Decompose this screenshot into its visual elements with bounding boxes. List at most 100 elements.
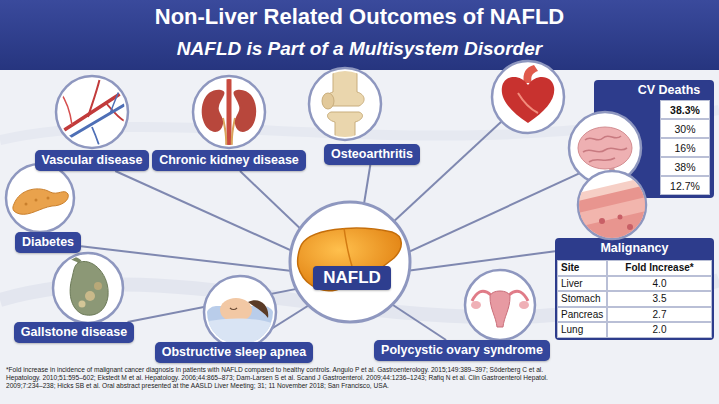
slide-background	[0, 70, 719, 404]
condition-label: Polycystic ovary syndrome	[374, 340, 550, 361]
kidney-icon-part-part	[234, 90, 257, 132]
heart-icon-part	[502, 65, 555, 123]
slide-subtitle: NAFLD is Part of a Multisystem Disorder	[0, 37, 719, 61]
uterus-icon-part-part	[471, 301, 481, 309]
skin-tissue-icon-part-part	[627, 224, 633, 230]
sleep-apnea-icon-part	[206, 298, 274, 346]
pancreas-icon-part-part	[35, 199, 38, 202]
pancreas-icon	[6, 164, 74, 232]
heart-icon	[492, 61, 564, 133]
liver-icon-part	[298, 228, 402, 291]
gallbladder-icon-part-part	[70, 261, 108, 315]
sleep-apnea-icon-part-part	[230, 308, 237, 310]
brain-icon-part-part	[583, 136, 627, 162]
label-text: Obstructive sleep apnea	[162, 345, 307, 360]
vascular-icon-part-part	[88, 78, 100, 117]
panel-heading: CV Deaths	[624, 83, 714, 98]
center-label: NAFLD	[313, 266, 391, 290]
kidney-icon-part	[193, 76, 265, 148]
table-cell: 3.5	[607, 291, 712, 307]
pancreas-icon-part	[13, 189, 68, 214]
uterus-icon-part	[471, 291, 529, 327]
label-text: Diabetes	[22, 235, 74, 250]
vascular-icon-part	[58, 78, 126, 148]
data-panel: CV Deaths38.3%30%16%38%12.7%	[594, 80, 714, 198]
kidney-icon-part-part	[223, 118, 235, 146]
kidney-icon-part-part	[227, 78, 232, 146]
knee-icon	[309, 68, 381, 140]
panel-heading: Malignancy	[555, 241, 714, 256]
knee-icon-part	[309, 68, 381, 140]
condition-label: Osteoarthritis	[324, 144, 420, 165]
knee-icon-part-part	[328, 112, 363, 140]
uterus-icon-part-part	[519, 301, 529, 309]
uterus-icon	[465, 270, 535, 340]
gallbladder-icon	[53, 253, 123, 323]
gallbladder-icon-part	[60, 254, 108, 315]
vascular-icon-part-part	[60, 92, 72, 125]
footnote-text: *Fold increase in incidence of malignant…	[6, 366, 551, 391]
gallbladder-icon-part-part	[85, 291, 95, 301]
sleep-apnea-icon-part	[204, 276, 276, 348]
vascular-icon-part	[56, 76, 128, 148]
label-text: Osteoarthritis	[331, 147, 413, 162]
kidney-icon	[193, 76, 265, 148]
uterus-icon-part	[465, 270, 535, 340]
pancreas-icon-part-part	[25, 203, 28, 206]
label-text: Gallstone disease	[21, 325, 127, 340]
data-panel: MalignancySiteFold Increase*Liver4.0Stom…	[555, 238, 714, 340]
heart-icon-part-part	[502, 77, 555, 123]
table-cell: 4.0	[607, 276, 712, 292]
gallbladder-icon-part-part	[60, 254, 80, 262]
label-text: NAFLD	[323, 268, 381, 288]
table-cell: 2.7	[607, 307, 712, 323]
skin-tissue-icon-part	[578, 171, 646, 239]
label-text: Polycystic ovary syndrome	[381, 343, 543, 358]
gallbladder-icon-part-part	[79, 301, 86, 308]
table-cell: Pancreas	[557, 307, 607, 323]
knee-icon-part	[322, 70, 364, 140]
skin-tissue-icon-part-part	[618, 215, 623, 220]
skin-tissue-icon-part	[578, 177, 646, 239]
table-cell: 38.3%	[660, 100, 710, 119]
condition-label: Chronic kidney disease	[152, 150, 306, 171]
table-cell: Lung	[557, 322, 607, 338]
label-text: Chronic kidney disease	[159, 153, 299, 168]
table-cell: Stomach	[557, 291, 607, 307]
sleep-apnea-icon	[204, 276, 276, 348]
table-cell: 2.0	[607, 322, 712, 338]
vascular-icon-part-part	[110, 84, 122, 114]
pancreas-icon-part	[6, 164, 74, 232]
liver-icon-part	[344, 228, 352, 266]
table-header: Fold Increase*	[607, 260, 712, 276]
condition-label: Diabetes	[15, 232, 81, 253]
gallbladder-icon-part	[53, 253, 123, 323]
condition-label: Vascular disease	[35, 150, 150, 171]
sleep-apnea-icon-part-part	[248, 300, 268, 318]
condition-label: Gallstone disease	[14, 322, 134, 343]
gallbladder-icon-part-part	[94, 282, 102, 290]
kidney-icon-part	[202, 78, 256, 146]
heart-icon-part	[492, 61, 564, 133]
kidney-icon-part-part	[202, 90, 225, 132]
condition-label: Obstructive sleep apnea	[155, 342, 314, 363]
pancreas-icon-part-part	[13, 189, 68, 214]
skin-tissue-icon-part-part	[578, 197, 646, 227]
header-band	[0, 0, 719, 70]
brain-icon-part-part	[578, 127, 632, 169]
table-cell: 16%	[660, 138, 710, 157]
connector-line	[391, 251, 555, 273]
pancreas-icon-part-part	[47, 197, 50, 200]
slide-title: Non-Liver Related Outcomes of NAFLD	[0, 3, 719, 31]
vascular-icon-part-part	[92, 127, 100, 148]
skin-tissue-icon-part-part	[599, 218, 605, 224]
table-header: Site	[557, 260, 607, 276]
table-cell: 30%	[660, 119, 710, 138]
table-cell: Liver	[557, 276, 607, 292]
heart-icon-part-part	[518, 93, 538, 113]
table-cell: 38%	[660, 157, 710, 176]
vascular-icon	[56, 76, 128, 148]
